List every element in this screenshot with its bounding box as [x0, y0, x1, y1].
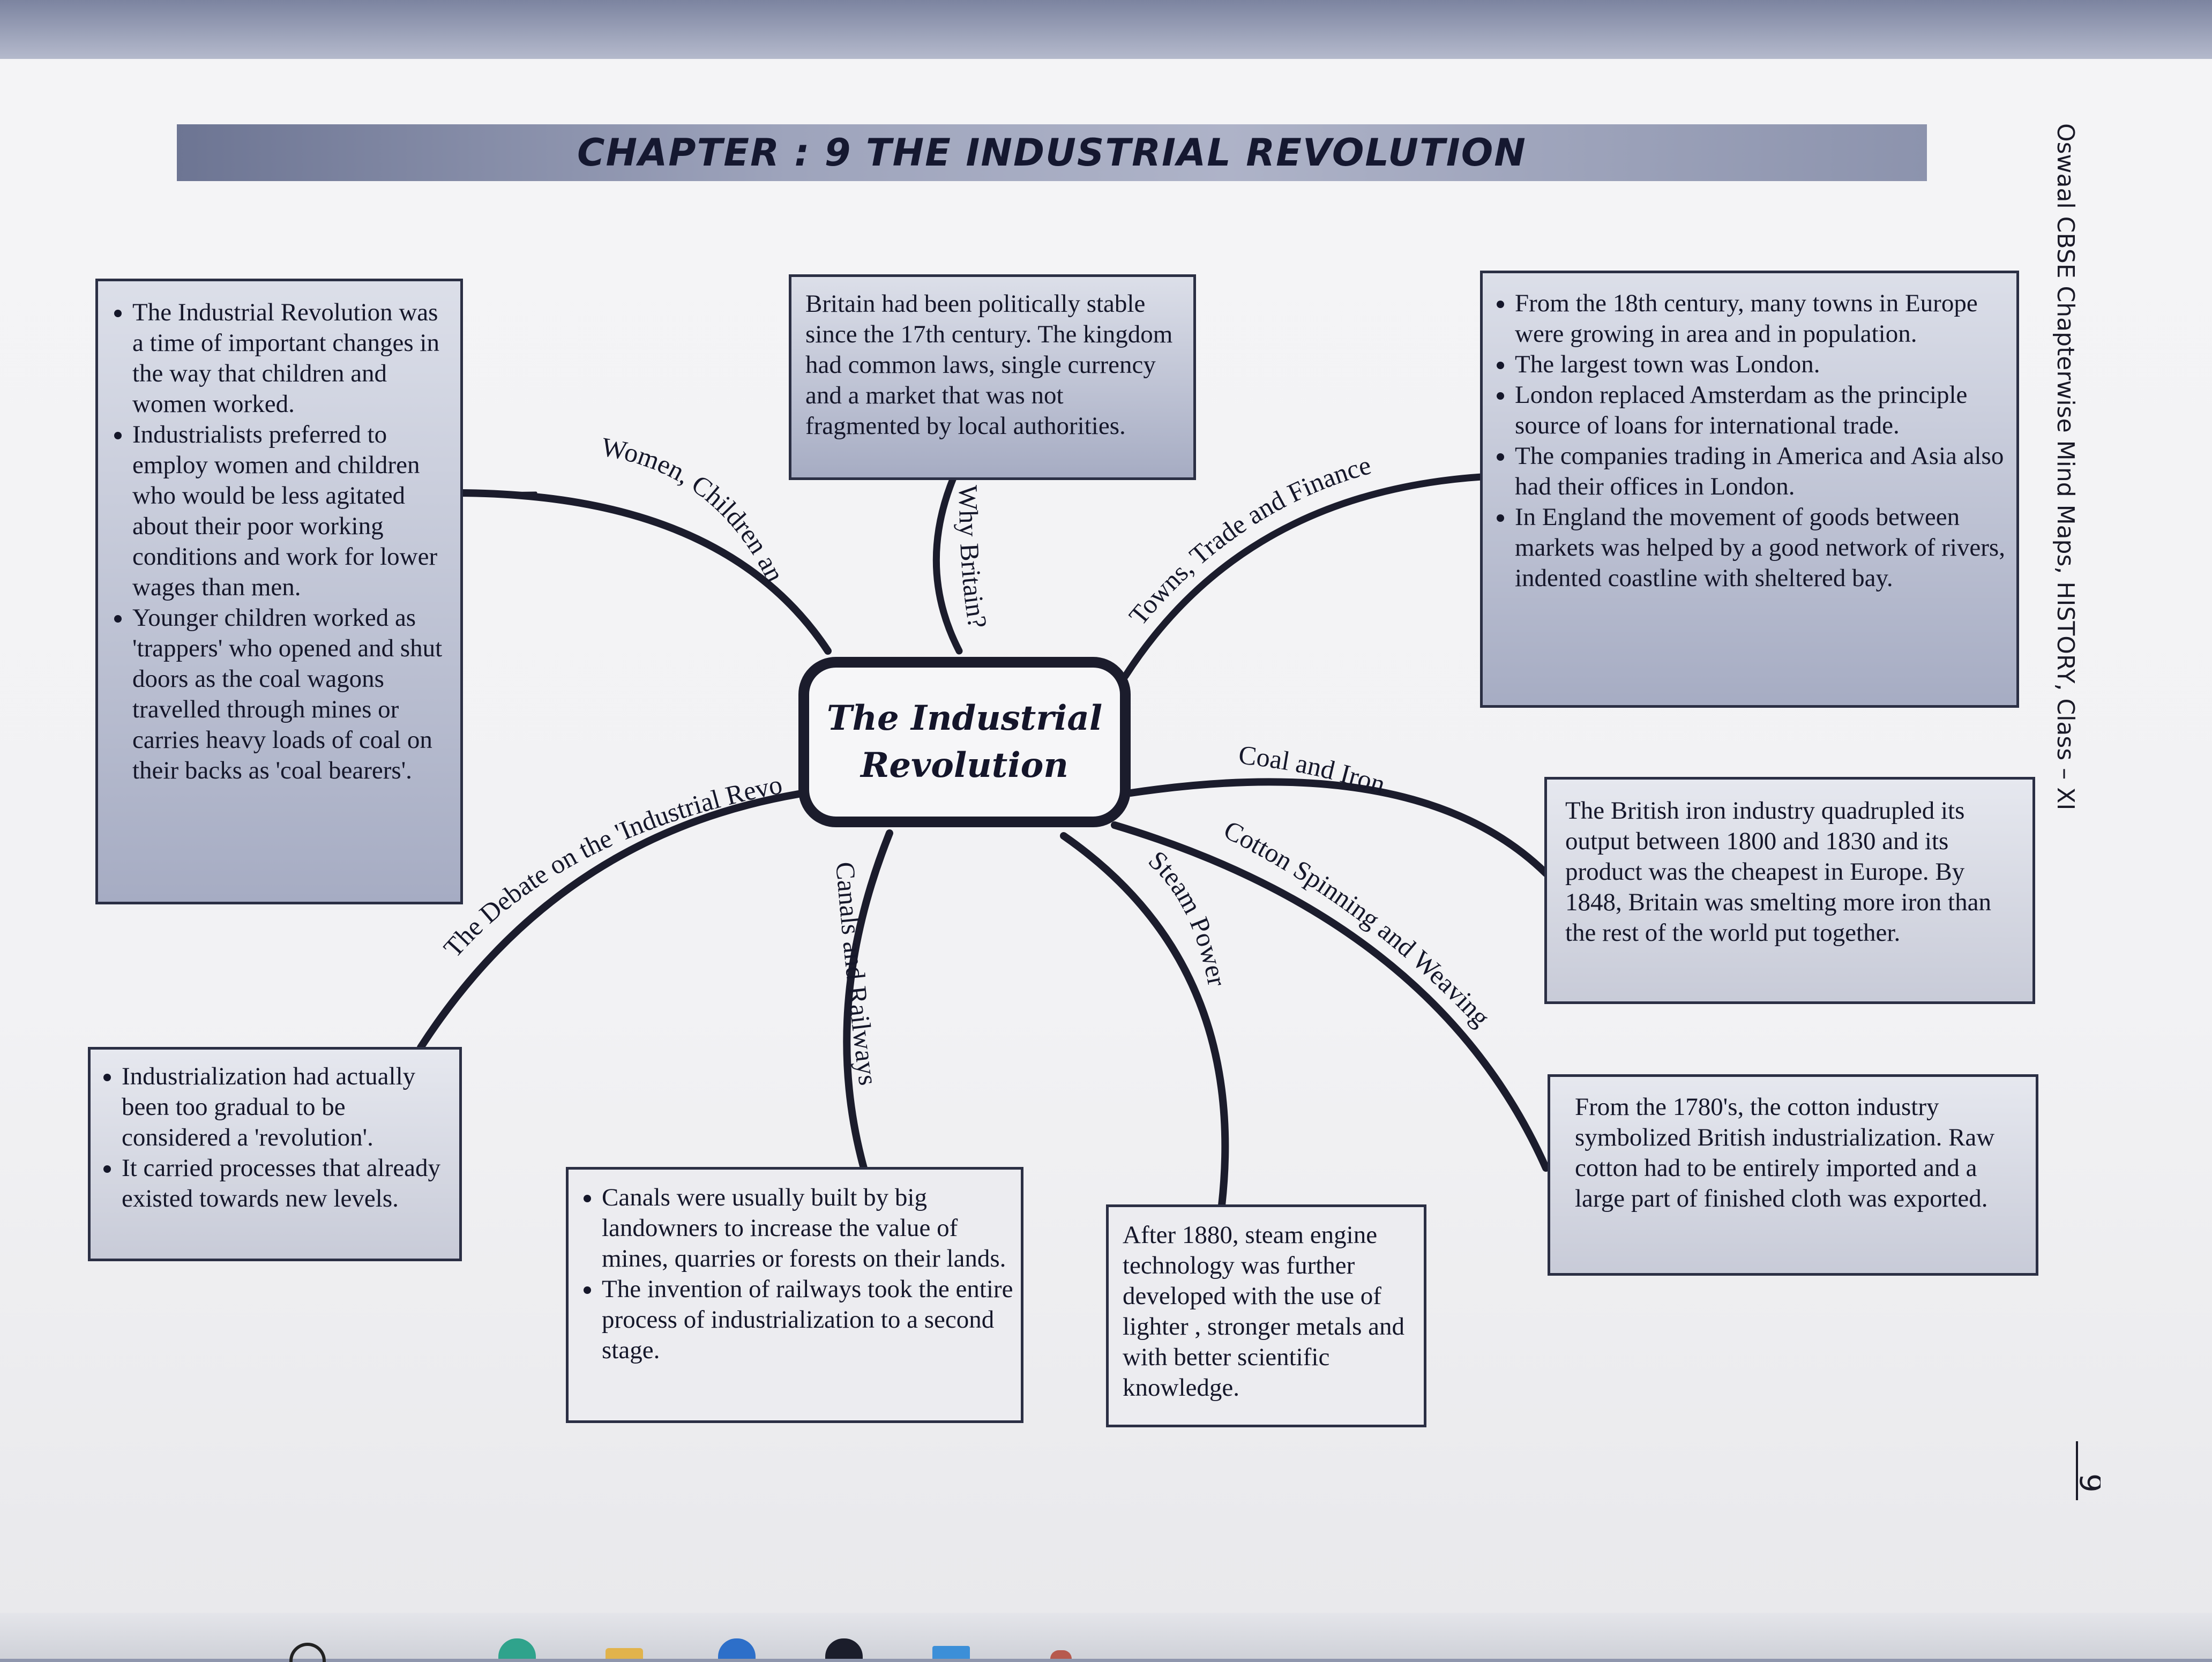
- title-banner: [177, 124, 1927, 181]
- link-coal: [1127, 778, 1550, 877]
- central-topic: The Industrial Revolution: [798, 657, 1131, 827]
- steam-power-box: After 1880, steam engine technology was …: [1106, 1204, 1426, 1427]
- towns-point-1: From the 18th century, many towns in Eur…: [1515, 288, 2006, 349]
- side-caption: Oswaal CBSE Chapterwise Mind Maps, HISTO…: [2052, 123, 2101, 1500]
- canals-point-1: Canals were usually built by big landown…: [602, 1182, 1013, 1274]
- taskbar: [0, 1613, 2212, 1659]
- women-point-3: Younger children worked as 'trappers' wh…: [132, 603, 450, 786]
- page-number: 9: [2073, 1473, 2101, 1493]
- towns-point-4: The companies trading in America and Asi…: [1515, 441, 2006, 502]
- chapter-title: CHAPTER : 9 THE INDUSTRIAL REVOLUTION: [577, 131, 1527, 175]
- debate-point-1: Industrialization had actually been too …: [122, 1061, 453, 1153]
- app-icon-folder[interactable]: [606, 1648, 643, 1659]
- towns-point-2: The largest town was London.: [1515, 349, 2006, 380]
- cotton-box: From the 1780's, the cotton industry sym…: [1548, 1074, 2038, 1276]
- link-towns: [1122, 473, 1485, 680]
- women-children-box: The Industrial Revolution was a time of …: [95, 279, 463, 904]
- why-britain-box: Britain had been politically stable sinc…: [789, 274, 1196, 480]
- women-point-1: The Industrial Revolution was a time of …: [132, 297, 450, 420]
- link-cotton: [1111, 821, 1550, 1172]
- debate-box: Industrialization had actually been too …: [88, 1047, 462, 1261]
- coal-iron-box: The British iron industry quadrupled its…: [1544, 777, 2035, 1004]
- link-why: [932, 473, 963, 655]
- monitor-bezel: [0, 0, 2212, 62]
- canals-railways-box: Canals were usually built by big landown…: [566, 1167, 1023, 1423]
- link-canals: [843, 829, 893, 1172]
- side-caption-text: Oswaal CBSE Chapterwise Mind Maps, HISTO…: [2052, 123, 2079, 810]
- why-britain-text: Britain had been politically stable sinc…: [805, 290, 1173, 440]
- towns-point-3: London replaced Amsterdam as the princip…: [1515, 380, 2006, 441]
- branch-label-why: Why Britain?: [953, 485, 993, 631]
- coal-iron-text: The British iron industry quadrupled its…: [1565, 797, 1991, 947]
- branch-label-coal: Coal and Iron: [1237, 739, 1389, 799]
- link-steam: [1060, 832, 1229, 1209]
- app-icon-red[interactable]: [1050, 1650, 1072, 1659]
- link-women: [452, 489, 832, 655]
- debate-point-2: It carried processes that already existe…: [122, 1153, 453, 1214]
- branch-label-canals: Canals and Railways: [830, 860, 884, 1087]
- central-topic-label: The Industrial Revolution: [826, 698, 1103, 785]
- women-point-2: Industrialists preferred to employ women…: [132, 420, 450, 603]
- link-women-thin: [454, 491, 537, 496]
- canals-point-2: The invention of railways took the entir…: [602, 1274, 1013, 1366]
- link-debate: [417, 790, 802, 1051]
- branch-label-cotton: Cotton Spinning and Weaving: [1219, 814, 1496, 1032]
- steam-power-text: After 1880, steam engine technology was …: [1123, 1221, 1404, 1402]
- towns-point-5: In England the movement of goods between…: [1515, 502, 2006, 594]
- app-icon-store[interactable]: [932, 1646, 970, 1659]
- cotton-text: From the 1780's, the cotton industry sym…: [1575, 1093, 1995, 1212]
- towns-trade-box: From the 18th century, many towns in Eur…: [1480, 271, 2019, 708]
